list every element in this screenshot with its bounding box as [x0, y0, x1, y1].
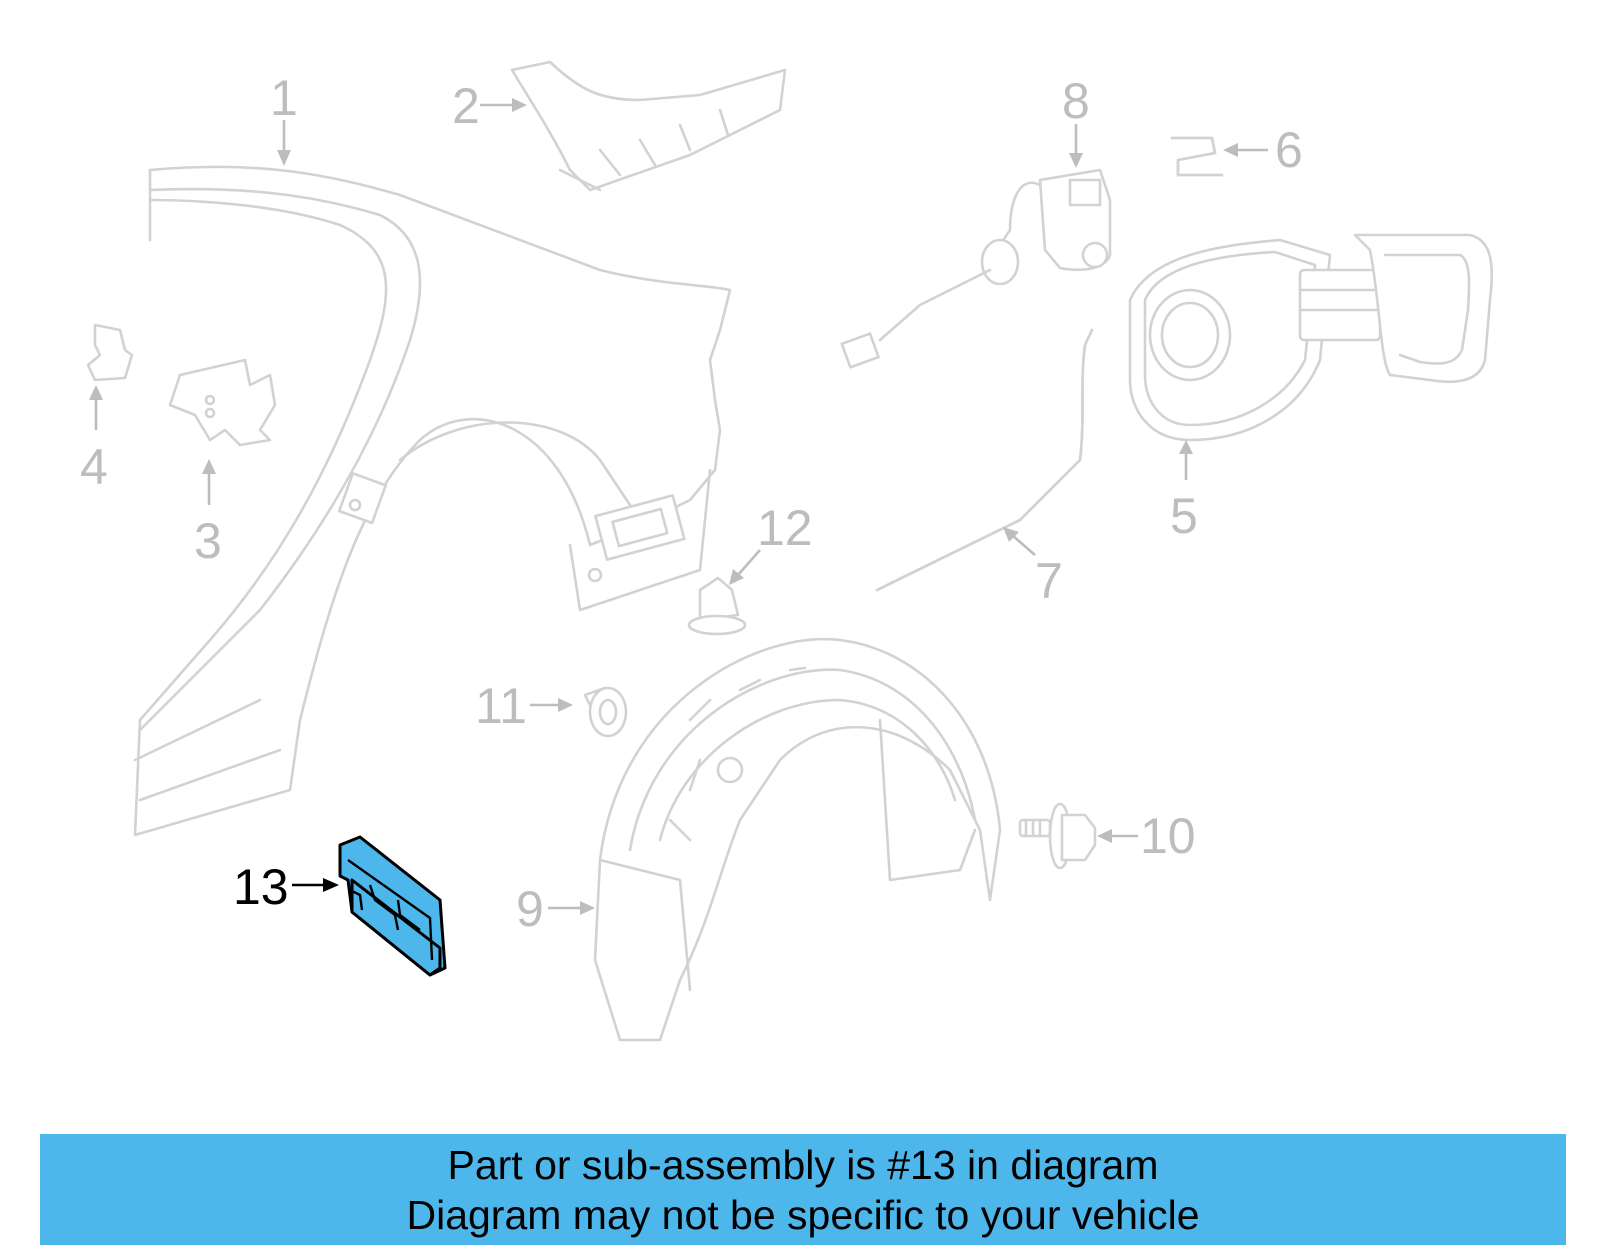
part-8-actuator — [840, 168, 1112, 369]
callout-5-label: 5 — [1170, 488, 1198, 544]
info-banner: Part or sub-assembly is #13 in diagram D… — [40, 1134, 1566, 1245]
part-1-quarter-panel — [133, 165, 732, 837]
callout-13: 13 — [233, 859, 339, 915]
callout-10-label: 10 — [1140, 808, 1196, 864]
part-7-cable — [875, 328, 1094, 592]
callout-13-label: 13 — [233, 859, 289, 915]
callout-1: 1 — [270, 70, 298, 166]
callout-9-label: 9 — [516, 881, 544, 937]
callout-4: 4 — [80, 385, 108, 495]
banner-line-2: Diagram may not be specific to your vehi… — [406, 1192, 1200, 1238]
part-10-bolt — [1018, 802, 1097, 870]
callout-1-label: 1 — [270, 70, 298, 126]
banner-line-1: Part or sub-assembly is #13 in diagram — [447, 1142, 1159, 1188]
part-3-bracket — [168, 358, 277, 447]
callout-9: 9 — [516, 881, 595, 937]
callout-2: 2 — [452, 78, 527, 134]
callout-11: 11 — [475, 678, 573, 734]
callout-12-label: 12 — [757, 500, 813, 556]
part-9-wheel-liner — [593, 637, 1002, 1042]
callout-3: 3 — [194, 459, 222, 569]
part-2-bracket — [510, 60, 787, 192]
part-11-push-pin — [583, 686, 628, 738]
callout-6: 6 — [1223, 122, 1303, 178]
callout-12: 12 — [729, 500, 813, 585]
callout-3-label: 3 — [194, 513, 222, 569]
part-13-highlighted — [338, 835, 447, 977]
callout-8: 8 — [1062, 73, 1090, 168]
callout-11-label: 11 — [475, 678, 527, 734]
callout-5: 5 — [1170, 440, 1198, 544]
part-6-clip — [1170, 136, 1224, 177]
callout-10: 10 — [1097, 808, 1196, 864]
callout-6-label: 6 — [1275, 122, 1303, 178]
callout-7-label: 7 — [1035, 553, 1063, 609]
part-4-clip — [86, 323, 134, 382]
part-5-fuel-door — [1128, 233, 1494, 442]
part-12-retainer — [687, 576, 747, 636]
callout-2-label: 2 — [452, 78, 480, 134]
callout-7: 7 — [1003, 527, 1063, 609]
parts-diagram: 1 2 3 4 5 6 7 8 9 10 — [80, 60, 1494, 1042]
callout-4-label: 4 — [80, 439, 108, 495]
callout-8-label: 8 — [1062, 73, 1090, 129]
